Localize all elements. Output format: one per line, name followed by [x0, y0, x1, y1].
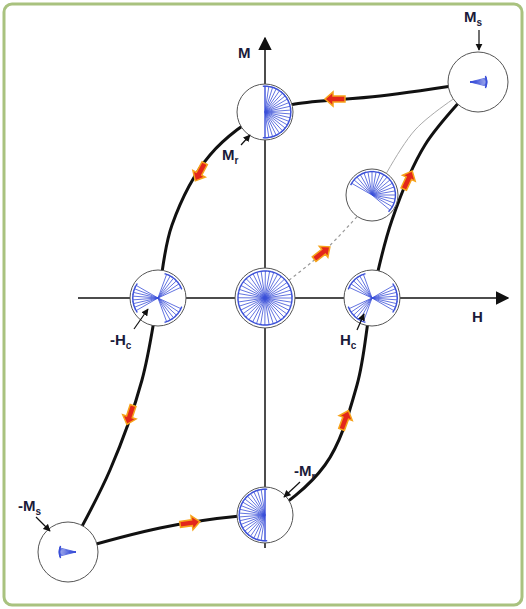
descending-branch [68, 82, 478, 552]
domain-circle [448, 52, 508, 112]
leader-line [134, 309, 148, 329]
axis-label: -Ms [18, 497, 41, 517]
axis-label: H [472, 308, 483, 326]
direction-arrow [179, 515, 201, 532]
domain-circle [237, 487, 293, 543]
domain-circle [235, 268, 295, 328]
frame [4, 4, 522, 605]
axis-label: Hc [340, 331, 356, 351]
direction-arrow [189, 160, 211, 184]
leader-line [241, 135, 250, 145]
axis-label: M [238, 44, 251, 62]
ascending-branch [68, 82, 478, 552]
leader-line [284, 482, 300, 497]
direction-arrow [310, 241, 334, 264]
axis-label: -Hc [110, 331, 131, 351]
domain-circle [346, 169, 398, 221]
domain-circle [344, 270, 400, 326]
direction-arrow [325, 92, 345, 106]
direction-arrow [120, 403, 139, 426]
leader-line [36, 517, 50, 531]
domain-circle [237, 84, 293, 140]
direction-arrow [335, 408, 355, 432]
axis-label: -Mr [294, 462, 315, 482]
leader-line [357, 314, 364, 330]
domain-circle [38, 522, 98, 582]
axis-label: Mr [222, 146, 238, 166]
leader-line [478, 30, 479, 50]
direction-arrow [397, 168, 418, 192]
axis-label: Ms [464, 8, 482, 28]
domain-circle [130, 270, 186, 326]
